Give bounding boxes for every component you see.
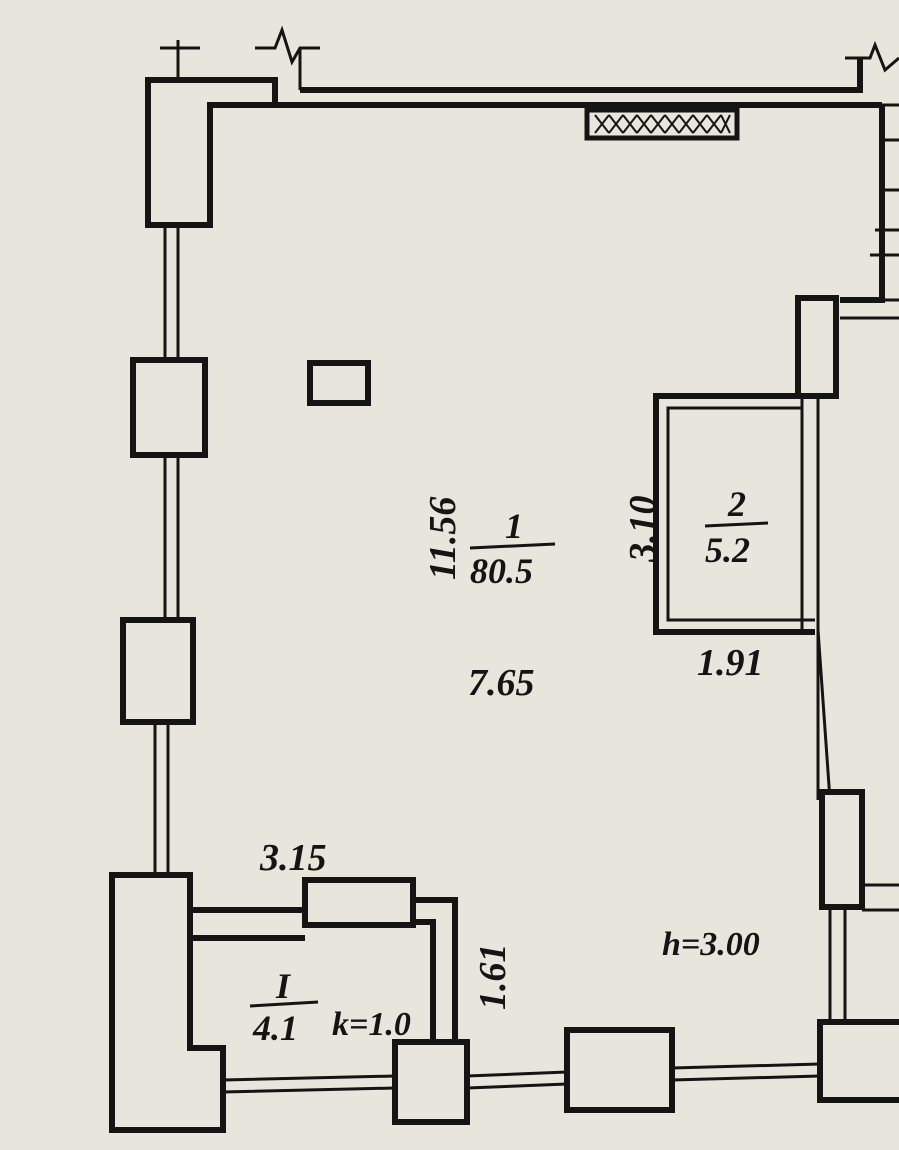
room-2-fraction-bar [704, 521, 769, 528]
column [307, 360, 371, 406]
hatch-line [664, 114, 680, 134]
wall-bottom [222, 1062, 821, 1094]
dimension-loggia-width: 3.15 [259, 837, 327, 879]
pier-bottom-1 [392, 1039, 470, 1125]
wall-right-partition [800, 396, 832, 801]
pier-bottom-right [817, 1019, 899, 1103]
pier-left-2 [120, 617, 196, 725]
dimension-loggia-depth: 1.61 [472, 944, 514, 1011]
room-2-area: 5.2 [705, 530, 750, 570]
break-mark-top-right [845, 40, 899, 73]
pier-bottom-2 [564, 1027, 675, 1113]
hatch-line [622, 114, 638, 134]
room-1-number: 1 [505, 506, 523, 546]
wall-right-lower [828, 883, 899, 1022]
loggia-fraction-bar [249, 1000, 319, 1008]
room-2-walls-inner [666, 406, 815, 622]
loggia-coefficient: k=1.0 [332, 1006, 411, 1043]
dimension-main-width: 7.65 [468, 662, 535, 704]
pier-left-1 [130, 357, 208, 458]
wall-right-upper [840, 105, 885, 303]
room-1-fraction-bar [469, 542, 556, 550]
wall-top-left-corner [145, 77, 278, 228]
loggia-pier [302, 877, 416, 928]
ventilation-grille [584, 107, 740, 141]
dimension-room2-length: 3.10 [622, 496, 664, 564]
break-mark-top-left [160, 25, 320, 90]
ceiling-height: h=3.00 [662, 926, 760, 963]
room-2-walls [653, 393, 815, 635]
hatch-line [594, 114, 610, 134]
loggia-wall-right [413, 897, 458, 1040]
loggia-area: 4.1 [252, 1008, 298, 1048]
hatch-line [650, 114, 666, 134]
wall-left-line [153, 225, 180, 880]
hatch-line [706, 114, 722, 134]
stair-lines [840, 103, 899, 320]
wall-top [300, 58, 863, 93]
dimension-room2-width: 1.91 [697, 642, 764, 684]
pier-right-mid [819, 789, 865, 910]
hatch-line [608, 114, 624, 134]
loggia-number: I [275, 966, 292, 1006]
hatch-line [678, 114, 694, 134]
dimension-main-length: 11.56 [422, 497, 464, 580]
pier-right-top [795, 295, 839, 399]
wall-bottom-left-corner [109, 872, 226, 1133]
hatch-line [720, 114, 731, 134]
room-2-number: 2 [727, 484, 746, 524]
loggia-wall-top [190, 907, 305, 941]
hatch-line [636, 114, 652, 134]
room-1-area: 80.5 [470, 551, 533, 591]
ventilation-hatch [594, 114, 731, 134]
hatch-line [692, 114, 708, 134]
